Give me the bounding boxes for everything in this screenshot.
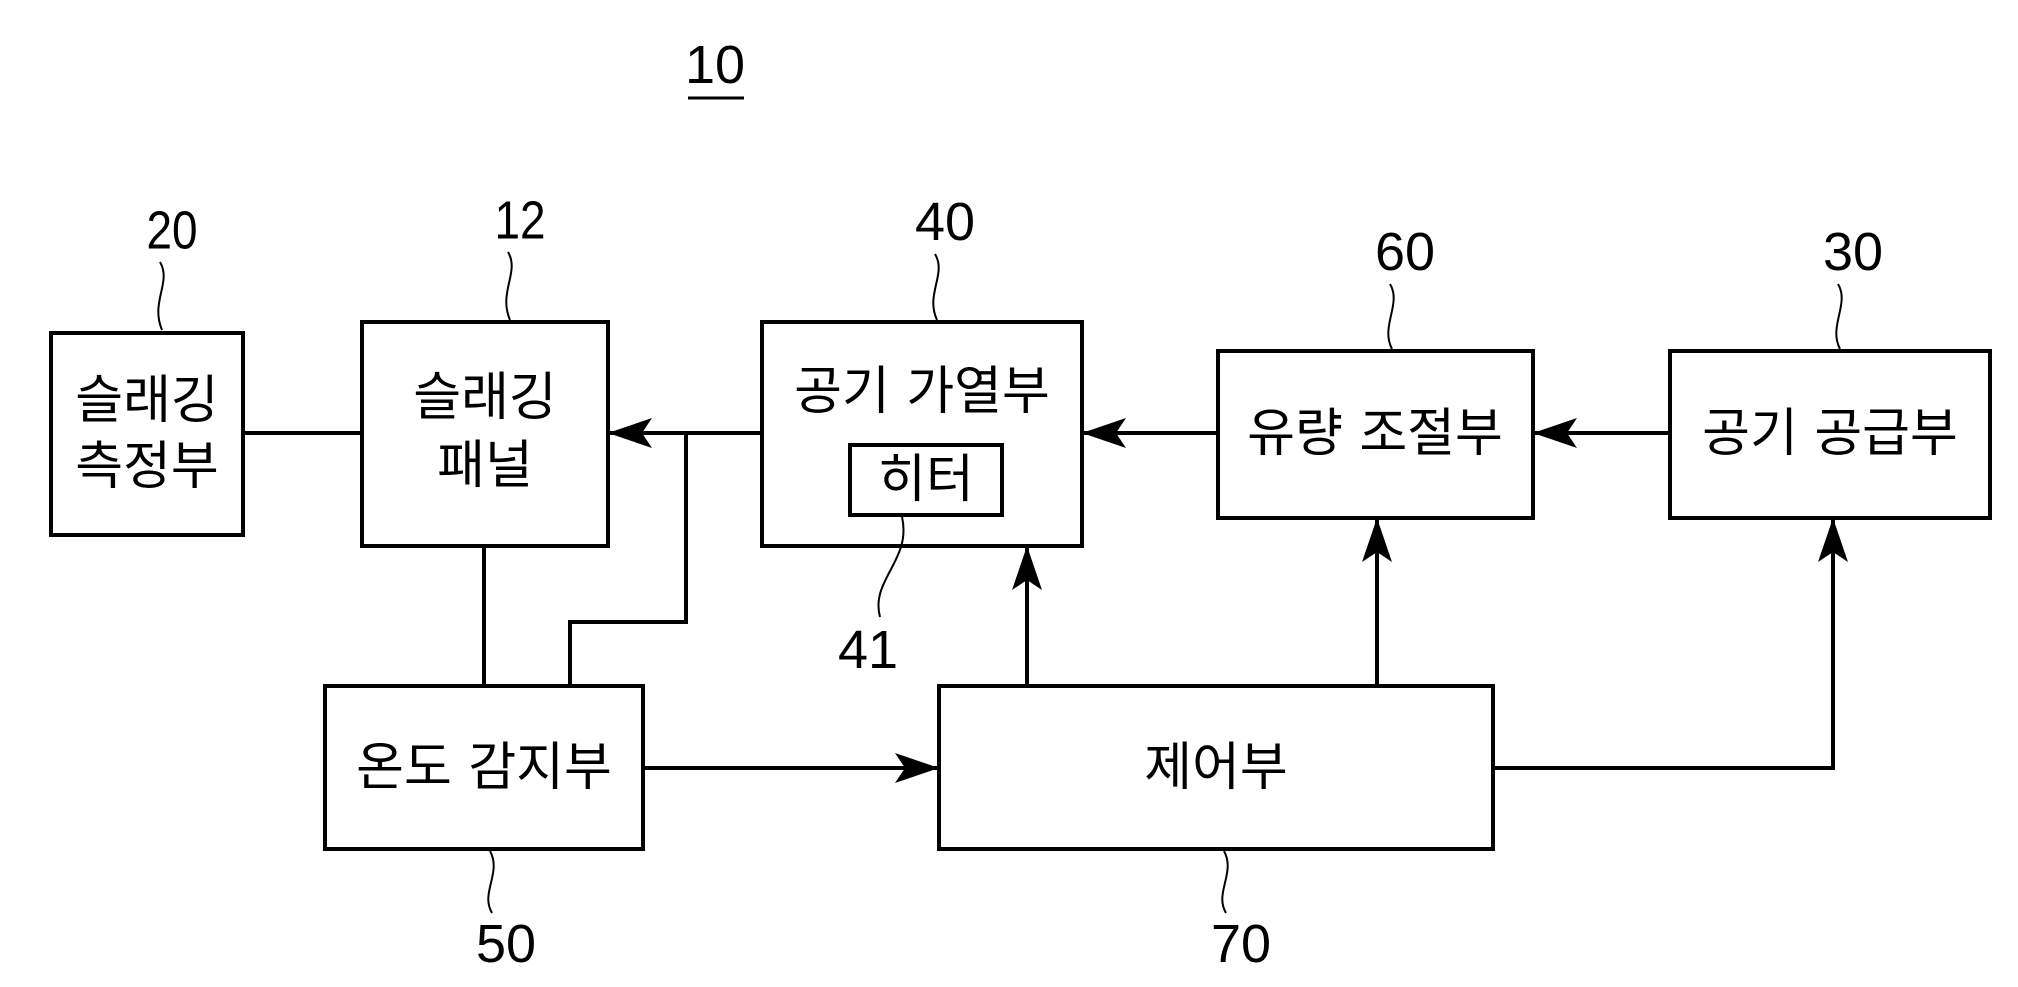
control-label: 제어부 [1144,738,1288,798]
slagging-measurement-label-line2: 측정부 [75,437,219,497]
block-temperature-sensing: 온도 감지부 50 [323,684,645,974]
heater-box [848,443,1004,517]
air-heating-label: 공기 가열부 [794,362,1050,422]
slagging-measurement-ref: 20 [146,200,197,260]
slagging-measurement-box [49,331,245,537]
air-supply-ref: 30 [1823,222,1883,282]
figure-number: 10 [685,35,745,95]
flow-control-leader [1387,283,1395,350]
air-heating-leader [932,253,940,321]
air-supply-box [1668,349,1992,520]
slagging-panel-label-line1: 슬래깅 [413,368,557,428]
flow-control-label: 유량 조절부 [1247,404,1503,464]
block-flow-control: 유량 조절부 60 [1216,222,1535,520]
control-box [937,684,1495,851]
flow-control-ref: 60 [1375,222,1435,282]
control-leader [1221,850,1229,914]
block-control: 제어부 70 [937,684,1495,974]
heater-label: 히터 [878,450,974,510]
heater-leader [877,516,905,618]
block-heater: 히터 41 [838,443,1004,680]
block-air-supply: 공기 공급부 30 [1668,222,1992,520]
block-slagging-panel: 슬래깅 패널 12 [360,190,610,548]
control-ref: 70 [1211,914,1271,974]
slagging-panel-leader [505,251,513,321]
slagging-measurement-label-line1: 슬래깅 [75,371,219,431]
air-supply-leader [1835,283,1843,350]
temperature-sensing-box [323,684,645,851]
slagging-measurement-leader [157,261,165,331]
temperature-sensing-label: 온도 감지부 [356,738,612,798]
temperature-sensing-ref: 50 [476,914,536,974]
slagging-panel-ref: 12 [494,190,545,250]
slagging-panel-box [360,320,610,548]
air-heating-ref: 40 [915,192,975,252]
air-supply-label: 공기 공급부 [1702,404,1958,464]
heater-ref: 41 [838,620,898,680]
arrow-control-to-supply [1493,518,1848,770]
slagging-panel-label-line2: 패널 [437,436,533,496]
link-temperature-heating-line [568,433,688,686]
block-slagging-measurement: 슬래깅 측정부 20 [49,200,245,537]
temperature-sensing-leader [487,850,495,914]
connections [243,418,1848,783]
flow-control-box [1216,349,1535,520]
